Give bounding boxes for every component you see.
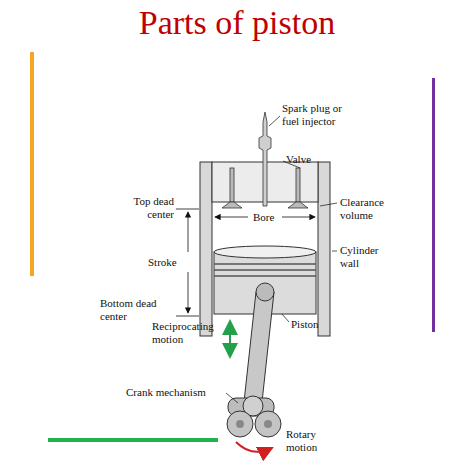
dimension-label: Stroke: [146, 256, 179, 269]
position-label: Bottom dead center: [100, 297, 162, 323]
part-label: Cylinder wall: [340, 244, 396, 270]
part-label: Piston: [291, 318, 319, 331]
motion-label: Rotary motion: [286, 428, 336, 454]
part-label: Valve: [286, 153, 311, 166]
motion-label: Reciprocating motion: [152, 320, 228, 346]
part-label: Crank mechanism: [126, 386, 206, 399]
position-label: Top dead center: [112, 195, 174, 221]
part-label: Spark plug or fuel injector: [282, 102, 360, 128]
part-label: Clearance volume: [340, 196, 402, 222]
diagram-title: Parts of piston: [0, 4, 474, 42]
dimension-label: Bore: [251, 211, 276, 224]
